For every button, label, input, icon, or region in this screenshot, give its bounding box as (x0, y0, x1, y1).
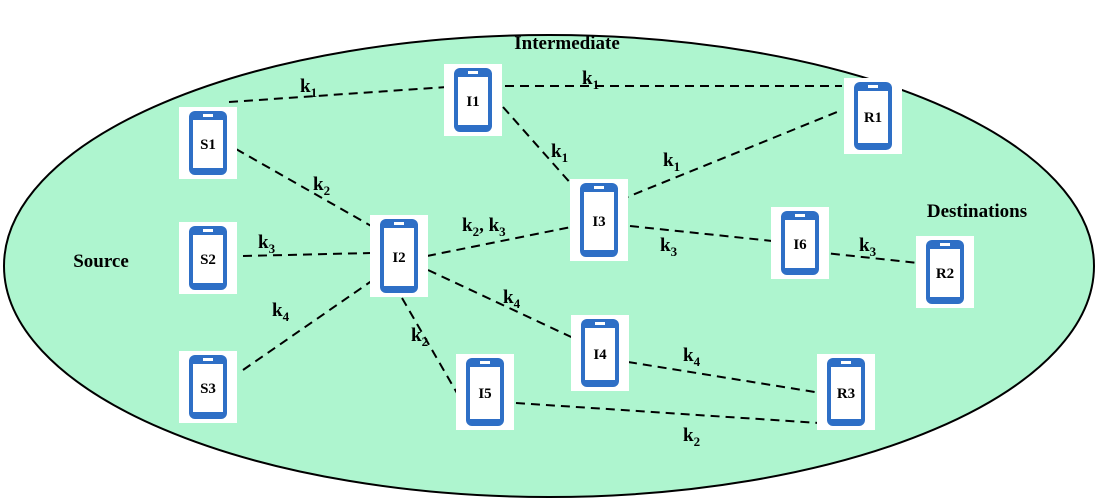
edge-key-label-s2-i2: k3 (258, 232, 276, 256)
edge-key-label-i4-r3: k4 (683, 345, 701, 369)
phone-speaker-icon (795, 214, 805, 217)
device-node-s2: S2 (179, 222, 237, 294)
phone-speaker-icon (594, 186, 604, 189)
phone-speaker-icon (940, 243, 950, 246)
destinations-label: Destinations (927, 201, 1027, 222)
device-node-s3: S3 (179, 351, 237, 423)
device-node-i3: I3 (570, 179, 628, 261)
device-node-r3: R3 (817, 354, 875, 430)
edge-key-label-i2-i4: k4 (503, 287, 521, 311)
edge-i3-i6 (629, 225, 783, 243)
phone-screen (584, 192, 614, 250)
intermediate-label: Intermediate (514, 33, 620, 54)
edge-i2-i4 (427, 269, 585, 344)
device-node-s1: S1 (179, 107, 237, 179)
edge-i3-r1 (619, 109, 843, 201)
edge-i6-r2 (815, 251, 919, 264)
edge-key-label-s1-i1: k1 (300, 76, 317, 100)
node-label-r1: R1 (864, 110, 882, 126)
node-label-i1: I1 (466, 94, 479, 110)
edge-key-label-s1-i2: k2 (313, 174, 330, 198)
node-label-i2: I2 (392, 250, 405, 266)
node-label-i5: I5 (478, 386, 491, 402)
node-label-i4: I4 (593, 347, 607, 363)
phone-screen (785, 220, 815, 268)
edge-i2-i5 (401, 297, 462, 401)
phone-speaker-icon (468, 71, 478, 74)
device-node-r1: R1 (844, 78, 902, 154)
device-node-i6: I6 (771, 207, 829, 279)
phone-screen (470, 367, 500, 419)
edge-s1-i1 (228, 86, 448, 103)
phone-speaker-icon (394, 222, 404, 225)
phone-screen (585, 328, 615, 380)
edge-i4-r3 (627, 361, 822, 394)
edge-key-label-i3-r1: k1 (663, 150, 680, 174)
phone-speaker-icon (203, 229, 213, 232)
edge-s2-i2 (242, 252, 372, 257)
node-label-i6: I6 (793, 237, 807, 253)
edge-key-label-s3-i2: k4 (272, 300, 290, 324)
device-node-i5: I5 (456, 354, 514, 430)
edge-key-label-i5-r3: k2 (683, 425, 700, 449)
edge-key-label-i2-i3: k2, k3 (462, 215, 506, 239)
edge-i2-i3 (426, 223, 587, 257)
phone-speaker-icon (595, 322, 605, 325)
node-label-r2: R2 (936, 266, 954, 282)
device-node-r2: R2 (916, 236, 974, 308)
device-node-i2: I2 (370, 215, 428, 297)
node-label-i3: I3 (592, 214, 605, 230)
phone-speaker-icon (203, 358, 213, 361)
phone-screen (831, 367, 861, 419)
node-label-s1: S1 (200, 137, 216, 153)
phone-screen (384, 228, 414, 286)
phone-screen (930, 249, 960, 297)
edge-key-label-i1-r1: k1 (582, 68, 599, 92)
edge-key-label-i2-i5: k2 (411, 325, 428, 349)
phone-speaker-icon (841, 361, 851, 364)
edge-key-label-i3-i6: k3 (660, 235, 678, 259)
node-label-s3: S3 (200, 381, 216, 397)
phone-screen (193, 235, 223, 283)
edge-i1-i3 (502, 106, 582, 196)
phone-speaker-icon (480, 361, 490, 364)
phone-screen (858, 91, 888, 143)
edge-key-label-i6-r2: k3 (859, 235, 877, 259)
source-label: Source (73, 251, 129, 272)
phone-speaker-icon (868, 85, 878, 88)
phone-speaker-icon (203, 114, 213, 117)
phone-screen (458, 77, 488, 125)
device-node-i1: I1 (444, 64, 502, 136)
edge-s3-i2 (242, 279, 374, 371)
edges-group (228, 85, 919, 424)
edge-key-label-i1-i3: k1 (551, 141, 568, 165)
edge-labels-group: k1 k1 k2 k1 k1 k3 k2, k3 k3 k3 k4 k4 k4 k2 k2 (258, 68, 877, 449)
phone-screen (193, 364, 223, 412)
device-node-i4: I4 (571, 315, 629, 391)
node-label-r3: R3 (837, 386, 855, 402)
edge-i5-r3 (515, 402, 820, 424)
node-label-s2: S2 (200, 252, 216, 268)
edge-s1-i2 (235, 148, 374, 228)
phone-screen (193, 120, 223, 168)
